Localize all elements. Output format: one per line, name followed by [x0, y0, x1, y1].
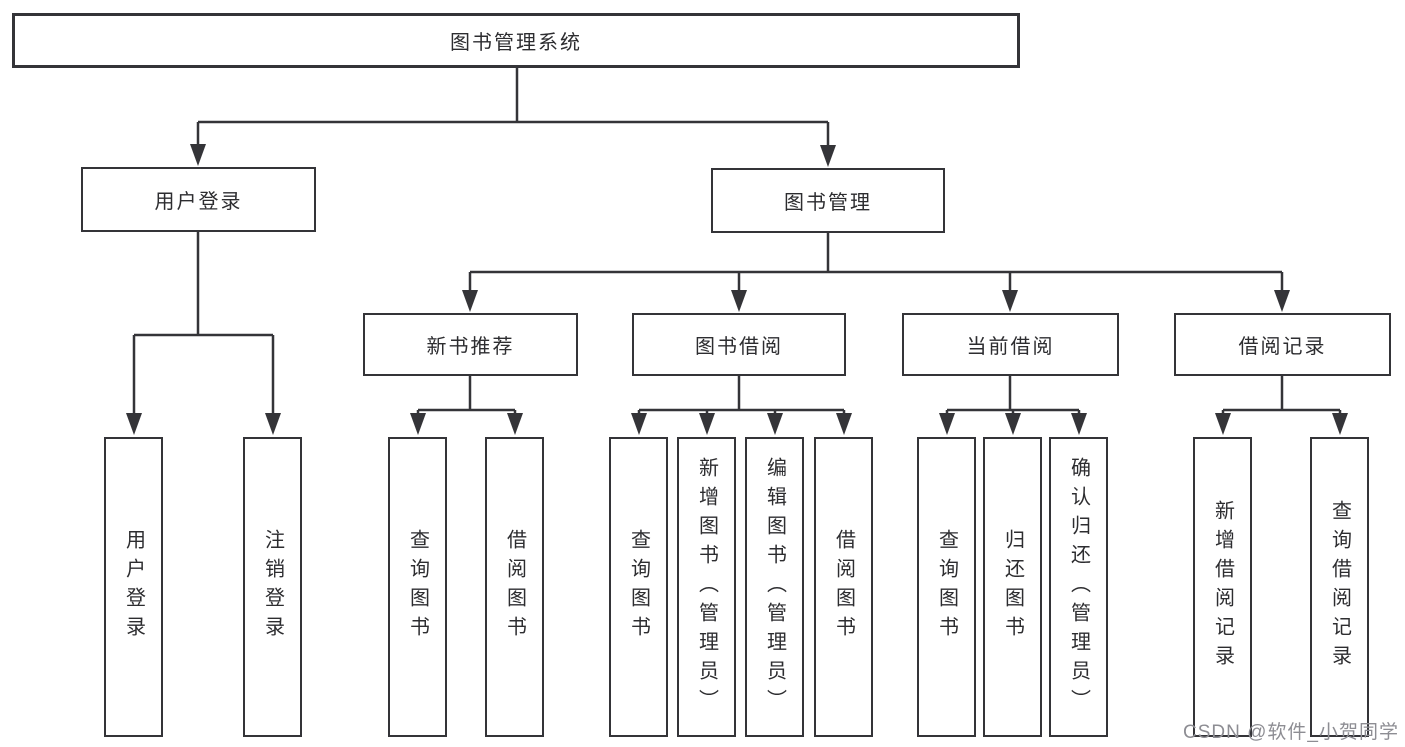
leaf-logout: 注销登录 — [243, 437, 302, 737]
leaf-borrow-books-recommend: 借阅图书 — [485, 437, 544, 737]
node-root: 图书管理系统 — [12, 13, 1020, 68]
node-book-borrow-label: 图书借阅 — [695, 336, 783, 358]
node-new-book-recommend-label: 新书推荐 — [426, 336, 515, 358]
leaf-query-borrow-record: 查询借阅记录 — [1310, 437, 1369, 737]
edge-root-to-level2 — [196, 68, 830, 150]
leaf-add-books-admin: 新增图书（管理员） — [677, 437, 736, 737]
leaf-query-books-current-label: 查询图书 — [935, 529, 958, 645]
node-book-management-label: 图书管理 — [784, 192, 872, 214]
node-borrow-records-label: 借阅记录 — [1238, 336, 1327, 358]
leaf-add-books-admin-label: 新增图书（管理员） — [695, 456, 718, 718]
leaf-return-books-label: 归还图书 — [1001, 529, 1024, 645]
leaf-user-login-label: 用户登录 — [122, 529, 145, 645]
leaf-edit-books-admin: 编辑图书（管理员） — [745, 437, 804, 737]
leaf-logout-label: 注销登录 — [261, 529, 284, 645]
node-root-label: 图书管理系统 — [450, 32, 582, 54]
arrowheads — [126, 144, 1348, 435]
node-borrow-records: 借阅记录 — [1174, 313, 1391, 376]
node-new-book-recommend: 新书推荐 — [363, 313, 578, 376]
edge-currentborrow-to-leaves — [945, 376, 1081, 416]
node-book-borrow: 图书借阅 — [632, 313, 846, 376]
leaf-confirm-return-admin: 确认归还（管理员） — [1049, 437, 1108, 737]
node-user-login: 用户登录 — [81, 167, 316, 232]
leaf-add-borrow-record-label: 新增借阅记录 — [1211, 500, 1234, 674]
edge-bookborrow-to-leaves — [637, 376, 846, 416]
leaf-borrow-books-recommend-label: 借阅图书 — [503, 529, 526, 645]
leaf-confirm-return-admin-label: 确认归还（管理员） — [1067, 456, 1090, 718]
leaf-borrow-books: 借阅图书 — [814, 437, 873, 737]
leaf-return-books: 归还图书 — [983, 437, 1042, 737]
node-current-borrow: 当前借阅 — [902, 313, 1119, 376]
leaf-edit-books-admin-label: 编辑图书（管理员） — [763, 456, 786, 718]
edge-borrowrecords-to-leaves — [1221, 376, 1342, 416]
leaf-query-books-current: 查询图书 — [917, 437, 976, 737]
edge-bookmgmt-to-level3 — [468, 233, 1284, 294]
leaf-query-books-recommend: 查询图书 — [388, 437, 447, 737]
edge-userlogin-to-leaves — [132, 232, 275, 416]
leaf-query-books-borrow: 查询图书 — [609, 437, 668, 737]
node-user-login-label: 用户登录 — [154, 191, 243, 213]
leaf-query-books-recommend-label: 查询图书 — [406, 529, 429, 645]
leaf-user-login: 用户登录 — [104, 437, 163, 737]
leaf-query-borrow-record-label: 查询借阅记录 — [1328, 500, 1351, 674]
leaf-query-books-borrow-label: 查询图书 — [627, 529, 650, 645]
leaf-borrow-books-label: 借阅图书 — [832, 529, 855, 645]
leaf-add-borrow-record: 新增借阅记录 — [1193, 437, 1252, 737]
edge-newbooks-to-leaves — [416, 376, 517, 416]
node-current-borrow-label: 当前借阅 — [966, 336, 1055, 358]
node-book-management: 图书管理 — [711, 168, 945, 233]
